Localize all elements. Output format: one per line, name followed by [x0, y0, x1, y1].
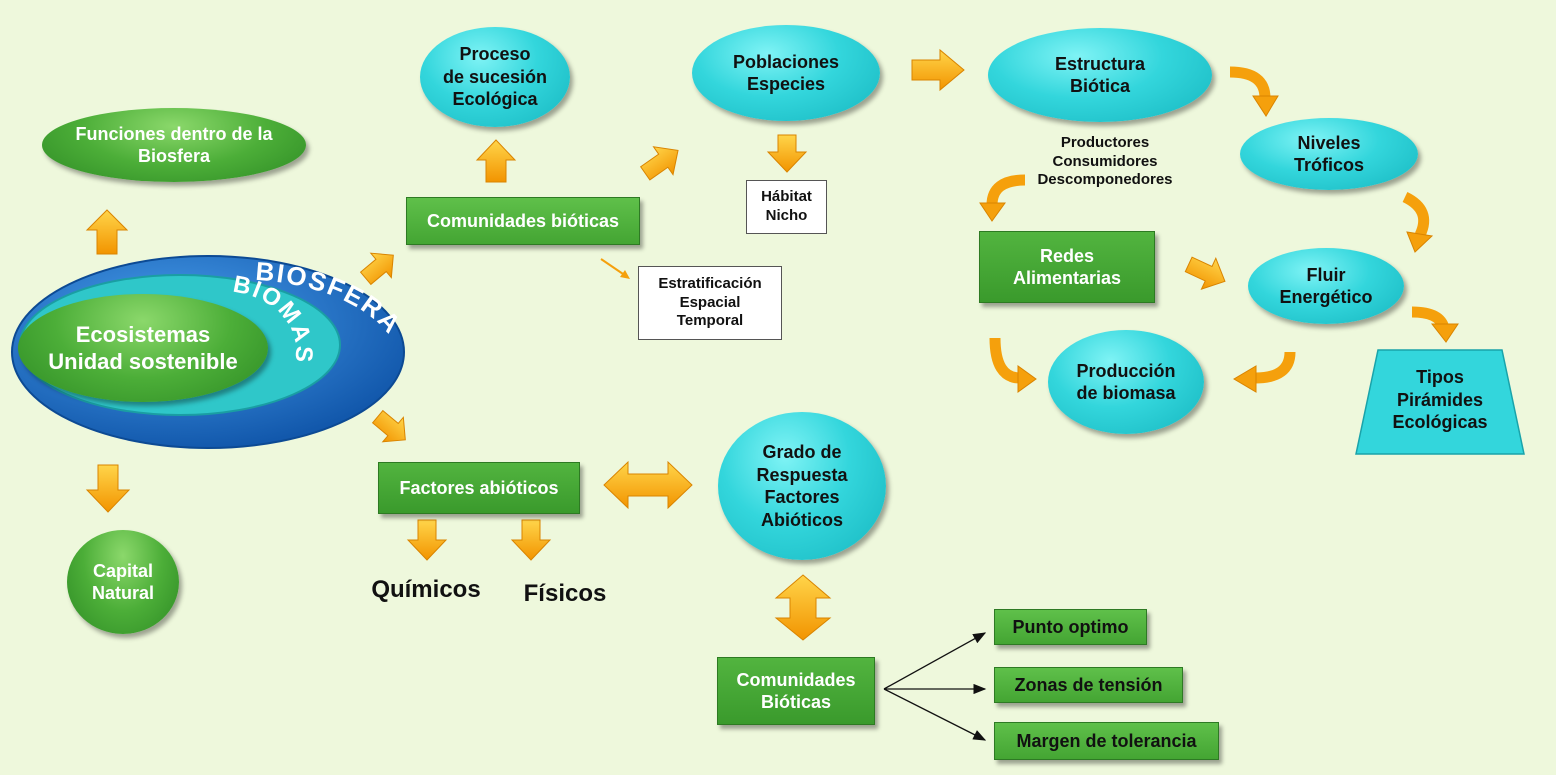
arrow-to-quimicos	[406, 519, 448, 561]
arrow-factores-grado	[603, 460, 693, 510]
node-margen-tolerancia: Margen de tolerancia	[994, 722, 1219, 760]
arrow-to-comunidades	[359, 252, 394, 286]
node-estratificacion: Estratificación Espacial Temporal	[638, 266, 782, 340]
line-to-punto-optimo	[883, 632, 987, 690]
curve-niveles-fluir	[1402, 192, 1430, 238]
arrow-to-estratificacion-head	[620, 270, 630, 279]
curve-fluir-produccion	[1254, 351, 1296, 384]
curve-head-niveles	[1252, 95, 1279, 117]
curve-estructura-niveles	[1229, 66, 1271, 99]
node-habitat: Hábitat Nicho	[746, 180, 827, 234]
node-funciones: Funciones dentro de la Biosfera	[42, 108, 306, 182]
curve-productores-redes	[986, 174, 1026, 206]
node-estructura: Estructura Biótica	[988, 28, 1212, 122]
label-quimicos: Químicos	[371, 576, 481, 603]
node-niveles: Niveles Tróficos	[1240, 118, 1418, 190]
arrow-to-capital	[85, 464, 131, 513]
curve-head-produccion-right	[1233, 365, 1257, 393]
node-produccion-biomasa: Producción de biomasa	[1048, 330, 1204, 434]
label-fisicos: Físicos	[523, 580, 607, 607]
node-comunidades-bioticas-2: Comunidades Bióticas	[717, 657, 875, 725]
node-poblaciones: Poblaciones Especies	[692, 25, 880, 121]
arrow-redes-fluir	[1184, 256, 1226, 290]
arrow-to-estratificacion	[600, 258, 627, 277]
curve-head-produccion	[1017, 365, 1037, 393]
core-ecosistemas: Ecosistemas Unidad sostenible	[18, 294, 268, 402]
curve-head-redes	[979, 202, 1006, 222]
line-to-margen-tolerancia	[883, 688, 987, 741]
node-zonas-tension: Zonas de tensión	[994, 667, 1183, 703]
node-fluir-energetico: Fluir Energético	[1248, 248, 1404, 324]
curve-head-fluir	[1406, 231, 1434, 253]
node-comunidades-bioticas: Comunidades bióticas	[406, 197, 640, 245]
arrow-grado-comunidades	[774, 574, 832, 641]
node-tipos-piramides: Tipos Pirámides Ecológicas	[1392, 367, 1488, 433]
node-factores-abioticos: Factores abióticos	[378, 462, 580, 514]
arrow-to-estructura	[911, 48, 965, 92]
arrow-to-fisicos	[510, 519, 552, 561]
curve-head-tipos	[1430, 323, 1459, 343]
node-punto-optimo: Punto optimo	[994, 609, 1147, 645]
node-proceso: Proceso de sucesión Ecológica	[420, 27, 570, 127]
node-redes-alimentarias: Redes Alimentarias	[979, 231, 1155, 303]
node-grado-respuesta: Grado de Respuesta Factores Abióticos	[718, 412, 886, 560]
curve-redes-produccion	[989, 337, 1021, 384]
arrow-to-funciones	[85, 209, 129, 255]
arrow-to-poblaciones	[639, 146, 679, 181]
tipos-shape	[1355, 349, 1525, 455]
arrow-to-habitat	[766, 134, 808, 173]
arrow-to-proceso	[475, 139, 517, 183]
arrow-to-factores	[371, 409, 406, 443]
node-capital: Capital Natural	[67, 530, 179, 634]
node-productores: Productores Consumidores Descomponedores	[1037, 133, 1173, 189]
